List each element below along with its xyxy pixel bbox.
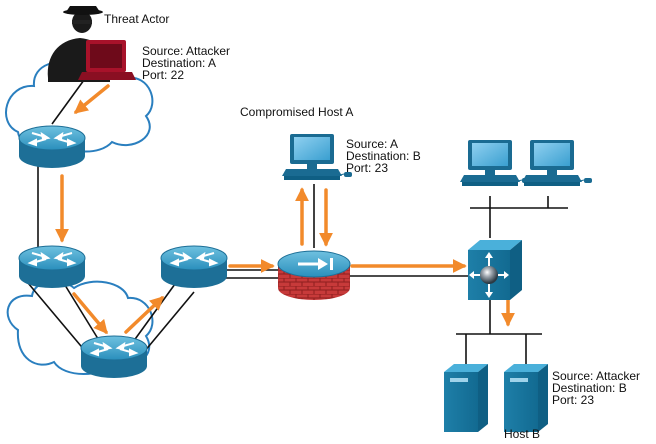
pc-icon [521,139,593,187]
server-icon [504,364,548,432]
attacker-destination: Destination: A [142,56,217,70]
host-b-source: Source: Attacker [552,369,641,383]
attacker-port: Port: 22 [142,68,185,82]
threat-actor-label: Threat Actor [104,12,170,26]
host-a-port: Port: 23 [346,161,389,175]
host-b-port: Port: 23 [552,393,595,407]
router-icon [18,245,86,289]
host-a-source: Source: A [346,137,399,151]
router-icon [80,335,148,379]
multilayer-switch-icon [468,240,522,300]
server-icon [444,364,488,432]
host-a-destination: Destination: B [346,149,421,163]
attacker-source: Source: Attacker [142,44,231,58]
host-b-destination: Destination: B [552,381,627,395]
router-icon [18,125,86,169]
threat-actor-icon [47,6,136,82]
pc-icon [459,139,531,187]
router-icon [160,245,228,289]
compromised-host-label: Compromised Host A [240,105,354,119]
traffic-arrows [55,84,515,335]
firewall-icon [277,250,351,300]
pc-icon [281,133,353,181]
host-b-label: Host B [504,427,541,441]
